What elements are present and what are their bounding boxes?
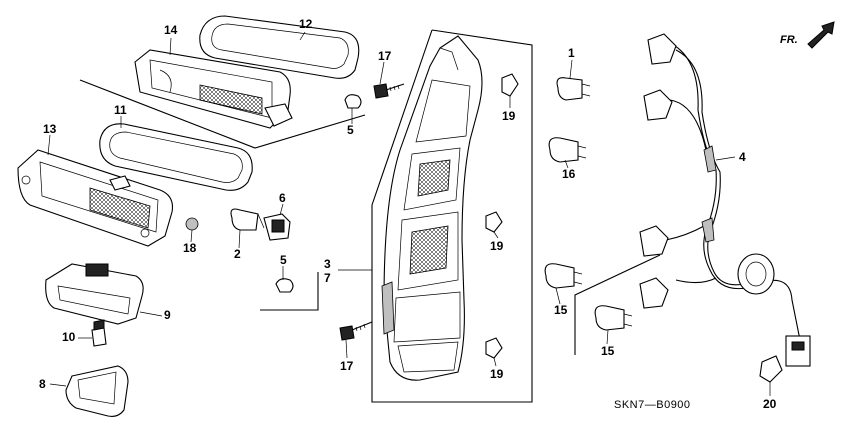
part-14-housing-upper	[134, 49, 293, 129]
part-4-wire-harness	[639, 33, 811, 367]
part-17-screw-upper	[373, 83, 405, 99]
callout-1: 1	[568, 46, 575, 60]
part-15-bulb-lower	[594, 305, 633, 331]
part-10-bulb	[91, 319, 107, 347]
callout-15-lower: 15	[601, 344, 615, 358]
part-11-lens-lower	[99, 123, 253, 191]
callout-17-lower: 17	[340, 359, 354, 373]
callout-14: 14	[164, 23, 178, 37]
callout-13: 13	[43, 122, 57, 136]
callout-3: 3	[324, 257, 331, 271]
part-1-bulb	[556, 77, 591, 101]
callout-11: 11	[114, 103, 127, 117]
leader-lines	[47, 31, 771, 396]
diagram-code: SKN7—B0900	[614, 399, 691, 411]
callout-8: 8	[39, 377, 46, 391]
part-3-7-tail-lamp	[381, 35, 483, 381]
callout-7: 7	[324, 271, 331, 285]
callout-19-mid: 19	[490, 239, 504, 253]
part-16-bulb	[548, 137, 587, 163]
part-5-cap-upper	[344, 94, 362, 109]
callout-15-upper: 15	[554, 303, 568, 317]
part-19-clip-top	[501, 73, 519, 97]
callout-19-top: 19	[502, 109, 516, 123]
part-2-bulb	[230, 208, 265, 231]
callout-16: 16	[562, 167, 576, 181]
group-lines	[79, 29, 661, 403]
part-5-cap-lower	[275, 278, 294, 293]
part-15-bulb-upper	[544, 263, 583, 289]
front-direction-arrow	[807, 21, 835, 49]
callout-19-bottom: 19	[490, 367, 504, 381]
callout-2: 2	[234, 247, 241, 261]
part-9-license-light	[45, 263, 144, 325]
part-6-socket	[263, 213, 291, 241]
front-direction-label: FR.	[780, 34, 798, 46]
part-8-lens	[65, 365, 129, 417]
part-20-clip	[759, 355, 783, 383]
part-19-clip-bottom	[485, 337, 503, 359]
callout-4: 4	[739, 150, 746, 164]
callout-12: 12	[299, 17, 313, 31]
callout-5-upper: 5	[347, 123, 354, 137]
part-18-grommet	[185, 217, 199, 231]
callout-17-upper: 17	[378, 49, 392, 63]
part-12-lens-upper	[199, 15, 360, 79]
callout-18: 18	[183, 241, 197, 255]
part-19-clip-mid	[485, 211, 503, 233]
callout-5-lower: 5	[280, 253, 287, 267]
callout-10: 10	[62, 330, 76, 344]
part-13-housing-lower	[17, 149, 174, 247]
callout-20: 20	[763, 397, 777, 411]
callout-9: 9	[164, 308, 171, 322]
part-17-screw-lower	[339, 321, 373, 341]
callout-6: 6	[279, 191, 286, 205]
